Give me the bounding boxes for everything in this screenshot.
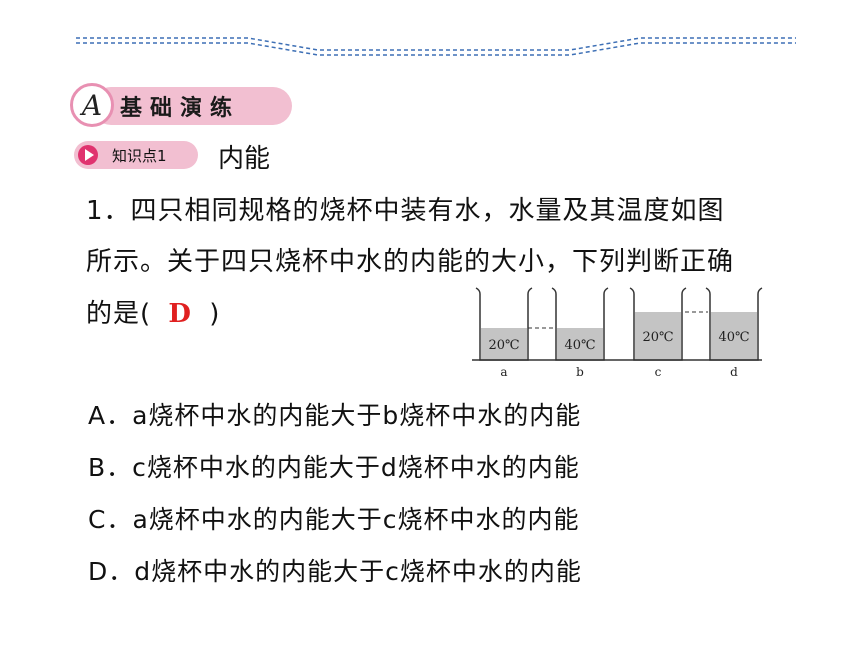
play-arrow-icon <box>78 145 98 165</box>
option-d: D．d烧杯中水的内能大于c烧杯中水的内能 <box>88 557 582 586</box>
beaker-temperature-d: 40℃ <box>718 330 749 345</box>
section-pill <box>92 87 292 125</box>
beaker-d: 40℃ d <box>705 287 763 379</box>
beaker-outline-a <box>475 287 533 361</box>
question-line-1: 1．四只相同规格的烧杯中装有水，水量及其温度如图 <box>86 196 725 226</box>
section-badge: A <box>70 83 114 127</box>
beaker-temperature-a: 20℃ <box>488 338 519 353</box>
question-line-3: 的是( D ) <box>86 293 220 330</box>
beaker-temperature-c: 20℃ <box>642 330 673 345</box>
beaker-c: 20℃ c <box>629 287 687 379</box>
beaker-a: 20℃ a <box>475 287 533 379</box>
water-c <box>635 312 681 359</box>
option-a: A．a烧杯中水的内能大于b烧杯中水的内能 <box>88 401 582 430</box>
question-line-3-prefix: 的是( <box>86 299 152 329</box>
beaker-temperature-b: 40℃ <box>564 338 595 353</box>
option-b: B．c烧杯中水的内能大于d烧杯中水的内能 <box>88 453 580 482</box>
beaker-label-a: a <box>500 365 507 379</box>
beaker-label-c: c <box>655 365 662 379</box>
beaker-outline-c <box>629 287 687 361</box>
beaker-label-b: b <box>576 365 584 379</box>
question-line-2: 所示。关于四只烧杯中水的内能的大小，下列判断正确 <box>86 247 735 277</box>
section-header: A 基础演练 <box>70 83 294 129</box>
knowledge-point-tag: 知识点1 <box>74 141 198 169</box>
beaker-b: 40℃ b <box>551 287 609 379</box>
beaker-outline-b <box>551 287 609 361</box>
answer-choice: D <box>168 299 192 329</box>
beaker-label-d: d <box>730 365 738 379</box>
water-a <box>481 328 527 359</box>
beaker-outline-d <box>705 287 763 361</box>
option-c: C．a烧杯中水的内能大于c烧杯中水的内能 <box>88 505 580 534</box>
knowledge-point-label: 知识点1 <box>112 147 167 165</box>
knowledge-point-title: 内能 <box>218 144 271 174</box>
question-line-3-suffix: ) <box>209 299 221 329</box>
water-b <box>557 328 603 359</box>
beaker-figure: 20℃ a 40℃ b 20℃ c 40℃ d <box>472 287 763 379</box>
header-divider <box>76 37 796 56</box>
water-d <box>711 312 757 359</box>
section-title: 基础演练 <box>120 96 241 121</box>
